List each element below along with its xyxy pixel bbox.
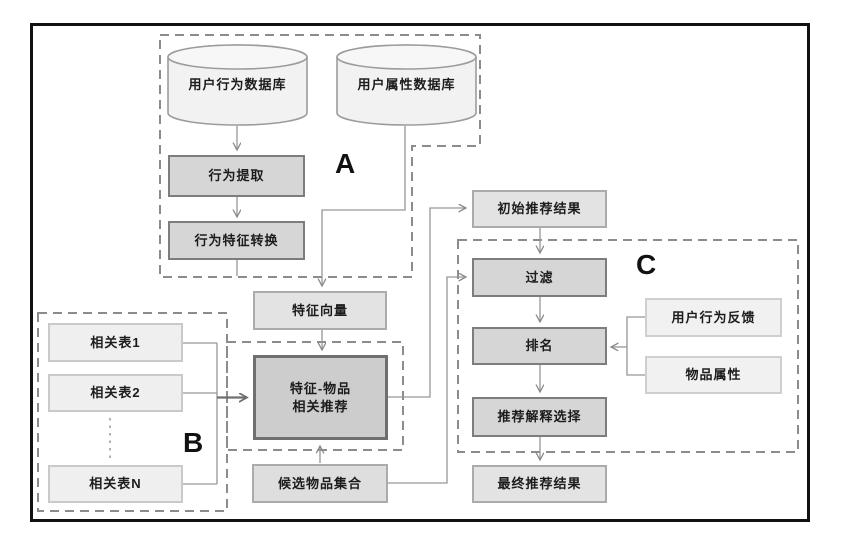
- user-attribute-db-cylinder: [336, 44, 477, 126]
- node-related-table-2: 相关表2: [48, 374, 183, 412]
- node-behavior-feature-conversion: 行为特征转换: [168, 221, 305, 260]
- user-behavior-db-cylinder: [167, 44, 308, 126]
- node-feature-item-recommendation: 特征-物品 相关推荐: [253, 355, 388, 440]
- node-user-behavior-db: 用户行为数据库: [188, 77, 287, 93]
- group-a-label: A: [335, 148, 356, 179]
- arrow-candidates-to-filter: [388, 277, 466, 484]
- feature-item-line1: 特征-物品: [289, 380, 352, 396]
- node-final-recommendation-result: 最终推荐结果: [472, 465, 607, 503]
- node-filter: 过滤: [472, 258, 607, 297]
- arrow-core-to-initialresult: [388, 208, 466, 398]
- group-a-outline: [159, 34, 481, 278]
- node-related-table-n: 相关表N: [48, 465, 183, 503]
- feature-item-line2: 相关推荐: [292, 398, 349, 414]
- line-itemattr-elbow: [626, 347, 645, 376]
- node-feature-vector: 特征向量: [253, 291, 387, 330]
- node-behavior-extraction: 行为提取: [168, 155, 305, 197]
- node-candidate-item-set: 候选物品集合: [252, 464, 388, 503]
- node-ranking: 排名: [472, 327, 607, 365]
- arrow-attributedb-to-featurevector: [322, 126, 406, 286]
- group-c-outline: [457, 239, 799, 453]
- node-user-attribute-db: 用户属性数据库: [357, 77, 456, 93]
- group-c-label: C: [636, 249, 657, 280]
- node-item-attribute: 物品属性: [645, 356, 782, 394]
- node-explanation-selection: 推荐解释选择: [472, 397, 607, 437]
- core-recommender-outline: [226, 341, 404, 451]
- group-b-label: B: [183, 427, 204, 458]
- node-related-table-1: 相关表1: [48, 323, 183, 362]
- node-user-behavior-feedback: 用户行为反馈: [645, 298, 782, 337]
- node-initial-recommendation-result: 初始推荐结果: [472, 190, 607, 228]
- line-feedback-elbow: [626, 316, 645, 347]
